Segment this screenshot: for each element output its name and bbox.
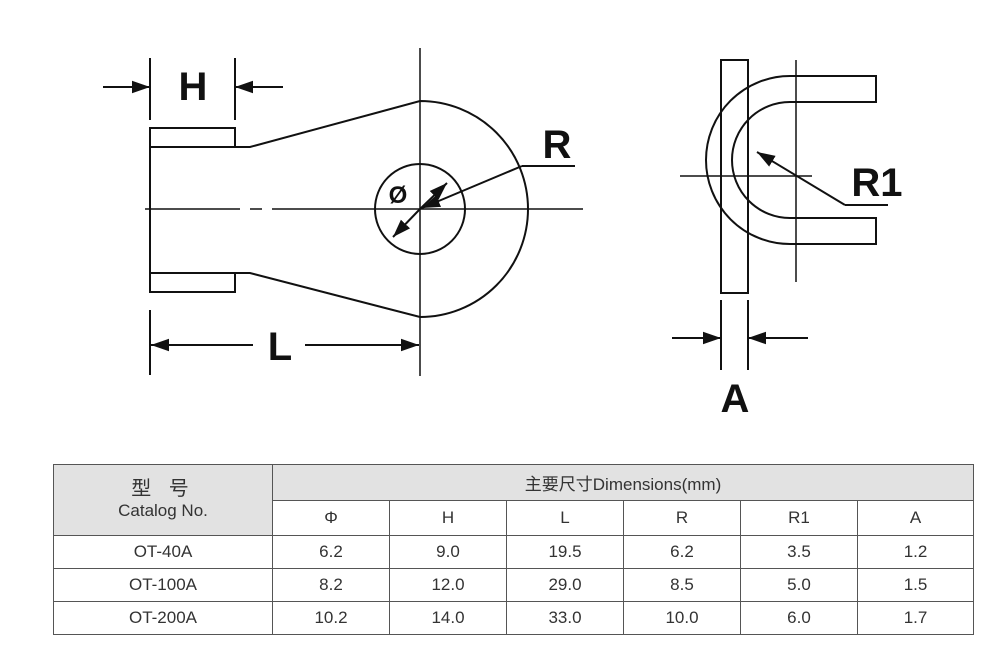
dimension-h [103, 58, 283, 120]
column-header-r: R [623, 499, 741, 536]
value-cell: 1.2 [856, 535, 975, 569]
label-h: H [179, 65, 208, 109]
value-cell: 14.0 [389, 601, 507, 635]
label-r1: R1 [851, 161, 902, 205]
value-cell: 1.7 [856, 601, 975, 635]
value-cell: 5.0 [740, 568, 858, 602]
value-cell: 33.0 [506, 601, 624, 635]
catalog-cell: OT-40A [53, 535, 273, 569]
value-cell: 1.5 [856, 568, 975, 602]
catalog-header-cell: 型 号 Catalog No. [53, 464, 273, 536]
dimensions-table: 型 号 Catalog No. 主要尺寸Dimensions(mm) Φ H L… [53, 464, 975, 635]
column-header-r1: R1 [740, 499, 858, 536]
catalog-header-en: Catalog No. [118, 501, 208, 520]
label-r: R [543, 123, 572, 167]
dimension-r [421, 165, 575, 209]
phi-arrow-up [419, 182, 448, 210]
value-cell: 10.2 [272, 601, 390, 635]
value-cell: 9.0 [389, 535, 507, 569]
center-lines [145, 48, 583, 376]
dimensions-header: 主要尺寸Dimensions(mm) [271, 464, 975, 501]
r1-leader-arrow [756, 151, 846, 206]
value-cell: 12.0 [389, 568, 507, 602]
column-header-h: H [389, 499, 507, 536]
barrel-u-profile [705, 75, 877, 245]
table-row: OT-200A 10.2 14.0 33.0 10.0 6.0 1.7 [53, 601, 975, 635]
dimension-a [672, 300, 808, 370]
catalog-header-cn: 型 号 [131, 478, 195, 500]
value-cell: 29.0 [506, 568, 624, 602]
technical-drawing: H L Ø R R1 A [103, 48, 903, 421]
side-center-lines [680, 60, 812, 282]
dimension-r1 [756, 151, 888, 206]
catalog-cell: OT-200A [53, 601, 273, 635]
value-cell: 8.5 [623, 568, 741, 602]
phi-arrow-down [392, 208, 421, 238]
value-cell: 3.5 [740, 535, 858, 569]
label-a: A [721, 377, 750, 421]
barrel-upper-flange [149, 127, 236, 148]
value-cell: 6.0 [740, 601, 858, 635]
value-cell: 6.2 [623, 535, 741, 569]
column-header-a: A [856, 499, 975, 536]
column-header-phi: Φ [272, 499, 390, 536]
column-header-l: L [506, 499, 624, 536]
value-cell: 19.5 [506, 535, 624, 569]
label-phi: Ø [389, 182, 408, 209]
catalog-cell: OT-100A [53, 568, 273, 602]
value-cell: 6.2 [272, 535, 390, 569]
value-cell: 10.0 [623, 601, 741, 635]
value-cell: 8.2 [272, 568, 390, 602]
barrel-lower-flange [149, 272, 236, 293]
dimension-l [149, 310, 419, 375]
r-leader-arrow [421, 165, 523, 209]
table-row: OT-40A 6.2 9.0 19.5 6.2 3.5 1.2 [53, 535, 975, 569]
table-row: OT-100A 8.2 12.0 29.0 8.5 5.0 1.5 [53, 568, 975, 602]
label-l: L [268, 325, 292, 369]
